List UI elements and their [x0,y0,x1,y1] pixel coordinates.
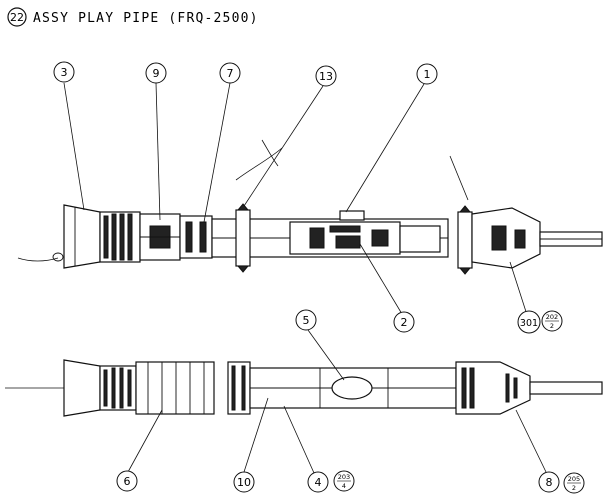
upper-cord [17,257,59,262]
svg-text:13: 13 [319,70,333,83]
callout-301: 301 [517,310,541,334]
svg-text:9: 9 [153,67,160,80]
lower-hose [529,381,603,395]
svg-text:2: 2 [401,316,408,329]
callout-5: 5 [295,309,317,331]
svg-text:5: 5 [303,314,310,327]
fraction-203-4: 203 4 [333,470,355,492]
svg-text:7: 7 [227,67,234,80]
fraction-202-2: 202 2 [541,310,563,332]
callout-6: 6 [116,470,138,492]
leader-lines [63,82,547,474]
upper-top-tab [339,210,365,221]
lower-rear-housing [455,361,531,415]
callout-13: 13 [315,65,337,87]
svg-text:3: 3 [61,66,68,79]
svg-text:301: 301 [520,318,538,329]
upper-lanyard [235,147,283,181]
svg-text:10: 10 [237,476,251,489]
svg-text:8: 8 [546,476,553,489]
callout-8: 8 [538,471,560,493]
svg-text:4: 4 [342,482,346,490]
svg-text:205: 205 [568,475,580,483]
upper-window [399,225,441,253]
lower-grip [135,361,215,415]
svg-text:4: 4 [315,476,322,489]
svg-text:2: 2 [550,322,554,330]
lower-nozzle-tip [63,359,101,417]
svg-text:1: 1 [424,68,431,81]
svg-text:203: 203 [338,473,350,481]
callout-7: 7 [219,62,241,84]
callout-9: 9 [145,62,167,84]
fraction-205-2: 205 2 [563,472,585,494]
header-number-circle [7,7,27,27]
callout-2: 2 [393,311,415,333]
svg-text:6: 6 [124,475,131,488]
upper-ring [52,252,64,262]
callout-4: 4 [307,471,329,493]
svg-text:2: 2 [572,484,576,492]
lower-window [331,376,373,400]
header-number: 22 [10,11,24,24]
callout-10: 10 [233,471,255,493]
upper-nozzle-tip [63,204,101,269]
upper-flange-right [457,211,473,269]
diagram-header: 22 ASSY PLAY PIPE (FRQ-2500) [7,7,259,27]
lower-collar [227,361,251,415]
upper-rib-pattern [103,213,133,261]
upper-flange-left [235,209,251,267]
callout-1: 1 [416,63,438,85]
lower-exterior-view [5,359,603,417]
svg-text:202: 202 [546,313,558,321]
diagram-title: ASSY PLAY PIPE (FRQ-2500) [33,11,259,26]
callout-3: 3 [53,61,75,83]
upper-sectional-view [17,139,603,275]
upper-coupling [179,215,213,259]
